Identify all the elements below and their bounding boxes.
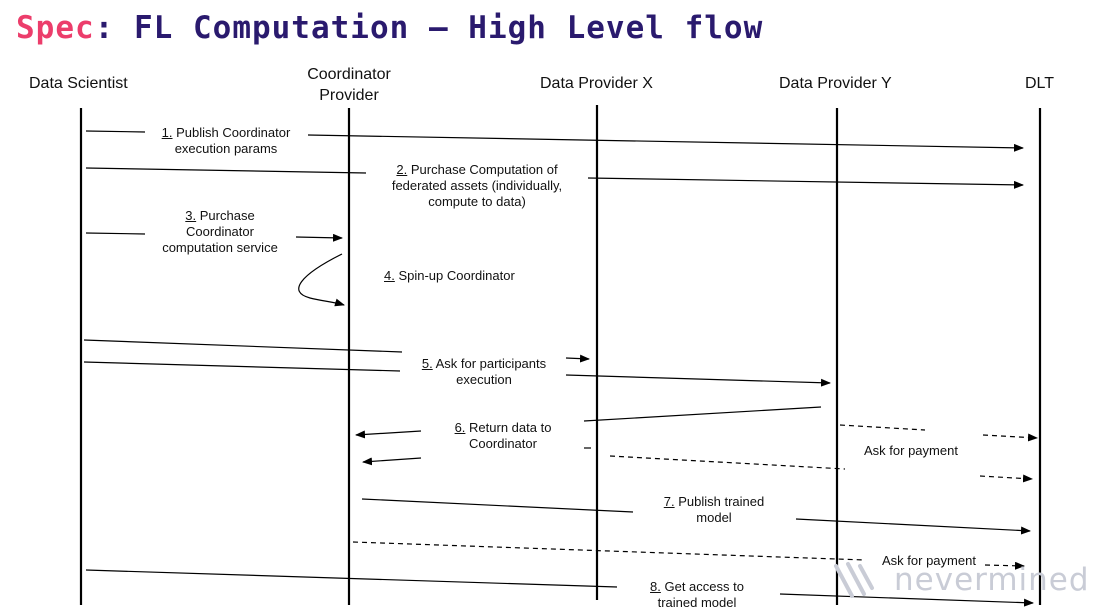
message-5-line1: Ask for participants xyxy=(432,356,547,371)
arrow-5a xyxy=(565,354,590,363)
actor-data-provider-y: Data Provider Y xyxy=(779,75,892,92)
arrow-6b xyxy=(362,457,422,466)
message-4-line1: Spin-up Coordinator xyxy=(394,268,515,283)
note-ask-for-payment-2: Ask for payment xyxy=(882,553,976,568)
payment-arrow-2b xyxy=(979,474,1033,483)
message-8-number: 8. xyxy=(650,579,661,594)
arrow-1-start xyxy=(85,130,146,133)
message-6-line2: Coordinator xyxy=(469,436,537,451)
message-1: 1. Publish Coordinator execution params xyxy=(156,125,296,157)
title-prefix: Spec xyxy=(16,10,95,46)
actor-data-scientist: Data Scientist xyxy=(29,75,128,92)
arrow-2-start xyxy=(85,167,367,174)
message-6: 6. Return data to Coordinator xyxy=(444,420,562,452)
message-8: 8. Get access to trained model xyxy=(638,579,756,611)
message-7: 7. Publish trained model xyxy=(650,494,778,526)
arrow-5a-start xyxy=(83,339,403,353)
arrow-8-start xyxy=(85,569,618,588)
actor-coordinator-provider: Coordinator Provider xyxy=(300,64,398,106)
message-3: 3. Purchase Coordinator computation serv… xyxy=(150,208,290,256)
message-5-line2: execution xyxy=(456,372,512,387)
message-1-number: 1. xyxy=(161,125,173,140)
nevermined-logo-icon xyxy=(834,562,874,598)
arrow-7-start xyxy=(361,498,634,513)
title-separator: : xyxy=(94,10,115,46)
arrow-3-start xyxy=(85,232,146,235)
message-5-number: 5. xyxy=(421,356,433,371)
brand-name: nevermined xyxy=(894,562,1090,598)
message-1-line2: execution params xyxy=(174,141,278,156)
arrow-3 xyxy=(295,233,343,242)
payment-arrow-1b xyxy=(982,433,1038,442)
message-2: 2. Purchase Computation of federated ass… xyxy=(380,162,574,210)
message-3-line3: computation service xyxy=(162,240,278,255)
payment-arrow-3b xyxy=(984,561,1025,570)
message-7-number: 7. xyxy=(663,494,675,509)
arrow-6a-start xyxy=(583,406,822,422)
message-6-line1: Return data to xyxy=(465,420,552,435)
message-2-line2: federated assets (individually, xyxy=(391,178,563,193)
actor-dlt: DLT xyxy=(1025,75,1055,92)
message-3-number: 3. xyxy=(185,208,197,223)
message-2-number: 2. xyxy=(396,162,408,177)
payment-arrow-3a xyxy=(352,541,866,561)
actor-coordinator-line1: Coordinator xyxy=(307,66,391,83)
message-3-line1: Purchase xyxy=(196,208,255,223)
message-3-line2: Coordinator xyxy=(186,224,254,239)
message-2-line3: compute to data) xyxy=(428,194,526,209)
arrow-8 xyxy=(779,593,1034,607)
message-1-line1: Publish Coordinator xyxy=(172,125,291,140)
arrow-2 xyxy=(587,177,1024,189)
lifelines xyxy=(79,105,1042,605)
message-8-line1: Get access to xyxy=(660,579,744,594)
actor-data-provider-x: Data Provider X xyxy=(540,75,653,92)
payment-arrow-2a xyxy=(609,455,846,470)
arrow-6a xyxy=(355,430,422,439)
arrow-5b xyxy=(565,374,831,387)
arrow-5b-start xyxy=(83,361,401,372)
message-7-line2: model xyxy=(696,510,732,525)
message-5: 5. Ask for participants execution xyxy=(408,356,560,388)
page-title: Spec: FL Computation – High Level flow xyxy=(16,10,763,46)
message-8-line2: trained model xyxy=(657,595,737,610)
message-7-line1: Publish trained xyxy=(674,494,765,509)
message-2-line1: Purchase Computation of xyxy=(407,162,558,177)
arrow-7 xyxy=(795,518,1031,535)
note-ask-for-payment-1: Ask for payment xyxy=(864,443,958,458)
arrow-1 xyxy=(307,134,1024,152)
message-4-number: 4. xyxy=(384,268,395,283)
payment-arrow-1a xyxy=(839,424,926,431)
actor-coordinator-line2: Provider xyxy=(319,87,379,104)
title-main: FL Computation – High Level flow xyxy=(134,10,764,46)
message-4: 4. Spin-up Coordinator xyxy=(384,268,515,284)
arrow-4-self-loop xyxy=(298,253,345,307)
message-6-number: 6. xyxy=(454,420,466,435)
brand-watermark: nevermined xyxy=(830,560,1089,602)
